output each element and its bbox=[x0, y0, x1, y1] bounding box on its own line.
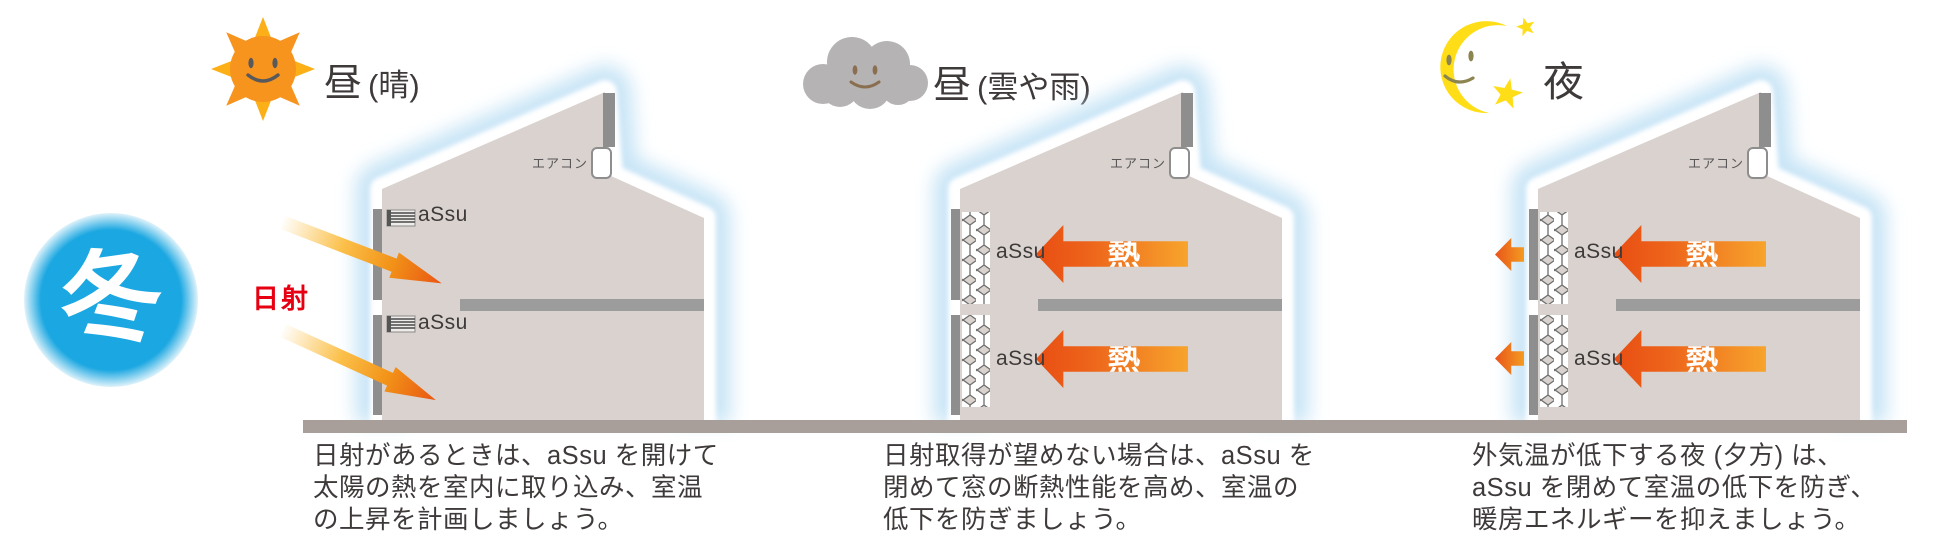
roof-vent-bar bbox=[1181, 93, 1193, 147]
assu-label-upper: aSsu bbox=[996, 240, 1046, 263]
window-upper bbox=[1529, 209, 1538, 300]
panel-day-cloudy: 昼(雲や雨) bbox=[803, 0, 1318, 558]
assu-open-blind-icon bbox=[386, 315, 416, 333]
panel-title-main: 昼 bbox=[933, 65, 973, 107]
roof-vent-bar bbox=[603, 93, 615, 147]
panel-night: 夜 bbox=[1436, 0, 1896, 558]
assu-closed-honeycomb-lower bbox=[1540, 315, 1568, 407]
panel-title-sub: (晴) bbox=[368, 68, 420, 103]
window-upper bbox=[951, 209, 960, 300]
caption-line: 暖房エネルギーを抑えましょう。 bbox=[1472, 506, 1861, 534]
assu-closed-honeycomb-lower bbox=[962, 315, 990, 407]
assu-open-blind-icon bbox=[386, 209, 416, 227]
panel-title-main: 昼 bbox=[324, 63, 364, 105]
caption-night: 外気温が低下する夜 (夕方) は、 aSsu を閉めて室温の低下を防ぎ、 暖房エ… bbox=[1472, 440, 1876, 536]
assu-closed-honeycomb-upper bbox=[1540, 212, 1568, 304]
heat-label: 熱 bbox=[1107, 340, 1141, 378]
caption-line: 低下を防ぎましょう。 bbox=[883, 506, 1142, 534]
caption-day-sunny: 日射があるときは、aSsu を開けて 太陽の熱を室内に取り込み、室温 の上昇を計… bbox=[313, 440, 719, 536]
caption-line: の上昇を計画しましょう。 bbox=[313, 506, 624, 534]
assu-label-lower: aSsu bbox=[418, 311, 468, 334]
heat-label: 熱 bbox=[1685, 235, 1719, 273]
house-body bbox=[382, 92, 704, 421]
heat-label: 熱 bbox=[1685, 340, 1719, 378]
house-illustration bbox=[355, 65, 731, 423]
aircon-unit bbox=[1169, 147, 1190, 179]
assu-label-upper: aSsu bbox=[1574, 240, 1624, 263]
panel-title-main: 夜 bbox=[1543, 59, 1585, 105]
assu-label-upper: aSsu bbox=[418, 203, 468, 226]
caption-line: 日射取得が望めない場合は、aSsu を bbox=[883, 442, 1315, 470]
aircon-unit bbox=[1747, 147, 1768, 179]
assu-closed-honeycomb-upper bbox=[962, 212, 990, 304]
winter-season-badge: 冬 bbox=[24, 213, 198, 387]
caption-day-cloudy: 日射取得が望めない場合は、aSsu を 閉めて窓の断熱性能を高め、室温の 低下を… bbox=[883, 440, 1315, 536]
aircon-label: エアコン bbox=[1687, 156, 1744, 171]
panel-title: 夜 bbox=[1543, 48, 1590, 108]
floor-slab bbox=[1038, 299, 1282, 311]
star-icon bbox=[1516, 17, 1535, 37]
star-icon bbox=[1493, 78, 1523, 109]
aircon-label: エアコン bbox=[1109, 156, 1166, 171]
panel-title: 昼(晴) bbox=[324, 52, 420, 107]
heat-label: 熱 bbox=[1107, 235, 1141, 273]
aircon-label: エアコン bbox=[531, 156, 588, 171]
aircon-unit bbox=[591, 147, 612, 179]
panel-title-sub: (雲や雨) bbox=[977, 70, 1091, 105]
floor-slab bbox=[1616, 299, 1860, 311]
sun-icon bbox=[211, 17, 315, 121]
assu-label-lower: aSsu bbox=[996, 347, 1046, 370]
solar-radiation-label: 日射 bbox=[252, 284, 310, 314]
window-lower bbox=[951, 315, 960, 415]
caption-line: 閉めて窓の断熱性能を高め、室温の bbox=[883, 474, 1300, 502]
panel-title: 昼(雲や雨) bbox=[933, 54, 1091, 109]
roof-vent-bar bbox=[1759, 93, 1771, 147]
floor-slab bbox=[460, 299, 704, 311]
assu-label-lower: aSsu bbox=[1574, 347, 1624, 370]
panel-day-sunny: 昼(晴) bbox=[211, 0, 740, 558]
window-lower bbox=[373, 315, 382, 415]
winter-season-label: 冬 bbox=[51, 235, 171, 365]
moon-icon bbox=[1440, 17, 1535, 114]
caption-line: aSsu を閉めて室温の低下を防ぎ、 bbox=[1472, 474, 1877, 502]
caption-line: 日射があるときは、aSsu を開けて bbox=[313, 442, 719, 470]
caption-line: 太陽の熱を室内に取り込み、室温 bbox=[313, 474, 704, 502]
ground-bar bbox=[303, 420, 1907, 433]
cloud-icon bbox=[803, 37, 928, 109]
window-lower bbox=[1529, 315, 1538, 415]
house-illustration bbox=[933, 65, 1309, 423]
caption-line: 外気温が低下する夜 (夕方) は、 bbox=[1472, 442, 1844, 470]
